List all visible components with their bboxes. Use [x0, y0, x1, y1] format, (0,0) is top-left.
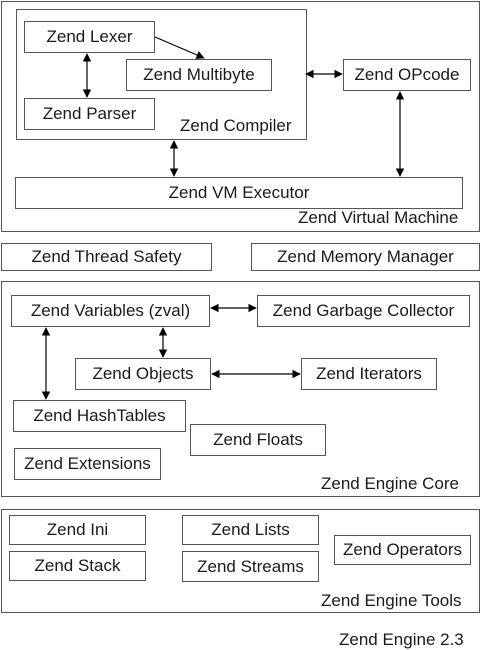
- zend-operators-box: Zend Operators: [334, 535, 471, 565]
- group-engine-core: [1, 281, 480, 497]
- zend-memory-manager-box: Zend Memory Manager: [251, 243, 480, 271]
- zend-lists-box: Zend Lists: [182, 515, 319, 545]
- diagram-caption: Zend Engine 2.3: [339, 630, 464, 649]
- engine-tools-label: Zend Engine Tools: [321, 591, 462, 610]
- virtual-machine-label: Zend Virtual Machine: [298, 208, 459, 227]
- zend-ini-box: Zend Ini: [9, 515, 146, 545]
- arrow-lexer-multibyte: [154, 36, 205, 59]
- compiler-label: Zend Compiler: [180, 116, 292, 135]
- zend-multibyte-box: Zend Multibyte: [126, 59, 272, 91]
- zend-vm-executor-box: Zend VM Executor: [15, 177, 463, 209]
- zend-thread-safety-box: Zend Thread Safety: [1, 243, 212, 271]
- zend-hashtables-box: Zend HashTables: [13, 400, 186, 432]
- zend-garbage-collector-box: Zend Garbage Collector: [257, 295, 470, 327]
- zend-objects-box: Zend Objects: [75, 358, 211, 390]
- zend-extensions-box: Zend Extensions: [14, 448, 161, 480]
- zend-variables-box: Zend Variables (zval): [11, 295, 210, 327]
- zend-parser-box: Zend Parser: [24, 98, 155, 130]
- group-engine-tools: [1, 509, 480, 613]
- zend-opcode-box: Zend OPcode: [343, 59, 471, 91]
- zend-stack-box: Zend Stack: [9, 551, 146, 581]
- engine-core-label: Zend Engine Core: [321, 474, 459, 493]
- zend-streams-box: Zend Streams: [182, 551, 319, 582]
- zend-lexer-box: Zend Lexer: [24, 21, 155, 53]
- zend-floats-box: Zend Floats: [190, 424, 326, 456]
- group-virtual-machine: [1, 1, 480, 232]
- zend-iterators-box: Zend Iterators: [301, 358, 437, 390]
